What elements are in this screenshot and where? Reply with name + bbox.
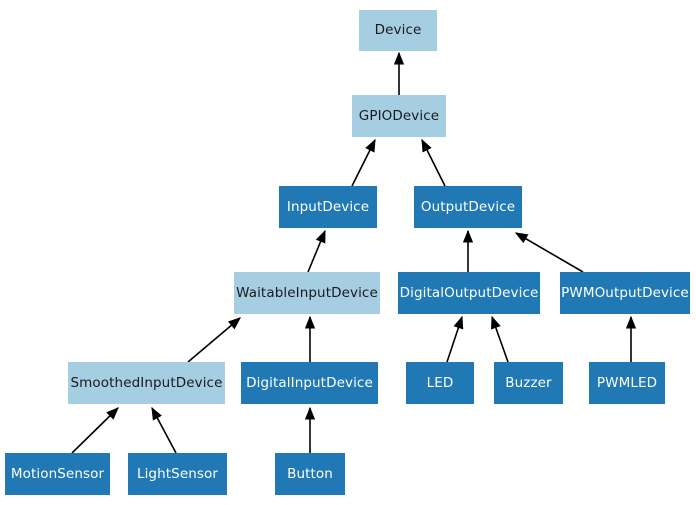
class-node-label: PWMLED xyxy=(596,374,658,391)
class-node-motionsensor[interactable]: MotionSensor xyxy=(5,453,110,495)
class-node-label: OutputDevice xyxy=(420,198,516,215)
class-node-label: InputDevice xyxy=(286,198,370,215)
class-node-label: LightSensor xyxy=(136,465,219,482)
class-node-label: LED xyxy=(426,374,454,391)
class-node-digitalinputdevice[interactable]: DigitalInputDevice xyxy=(241,362,378,404)
inheritance-arrow-waitableinputdevice-to-inputdevice xyxy=(307,229,326,273)
inheritance-arrow-buzzer-to-digitaloutputdevice xyxy=(491,315,509,363)
class-node-waitableinputdevice[interactable]: WaitableInputDevice xyxy=(234,272,380,314)
inheritance-arrow-smoothedinputdevice-to-waitableinputdevice xyxy=(187,317,241,363)
class-node-label: DigitalInputDevice xyxy=(246,374,373,391)
inheritance-arrow-pwmoutputdevice-to-outputdevice xyxy=(514,232,584,273)
class-node-inputdevice[interactable]: InputDevice xyxy=(279,186,377,228)
class-node-label: WaitableInputDevice xyxy=(236,284,378,301)
class-node-smoothedinputdevice[interactable]: SmoothedInputDevice xyxy=(68,362,225,404)
inheritance-arrow-led-to-digitaloutputdevice xyxy=(446,315,464,363)
class-node-gpiodevice[interactable]: GPIODevice xyxy=(352,95,446,137)
class-node-device[interactable]: Device xyxy=(359,10,437,51)
class-node-label: SmoothedInputDevice xyxy=(70,374,223,391)
class-node-label: Device xyxy=(374,22,422,39)
class-node-lightsensor[interactable]: LightSensor xyxy=(128,453,227,495)
inheritance-arrow-lightsensor-to-smoothedinputdevice xyxy=(151,406,177,454)
class-node-label: DigitalOutputDevice xyxy=(399,284,539,301)
class-node-buzzer[interactable]: Buzzer xyxy=(494,362,563,404)
class-node-label: MotionSensor xyxy=(10,465,105,482)
class-node-pwmoutputdevice[interactable]: PWMOutputDevice xyxy=(560,272,690,314)
class-node-led[interactable]: LED xyxy=(406,362,474,404)
class-node-pwmled[interactable]: PWMLED xyxy=(589,362,665,404)
class-node-label: PWMOutputDevice xyxy=(561,284,689,301)
inheritance-arrow-motionsensor-to-smoothedinputdevice xyxy=(71,407,119,454)
class-node-outputdevice[interactable]: OutputDevice xyxy=(414,186,522,228)
class-node-label: Button xyxy=(287,465,333,482)
inheritance-arrow-outputdevice-to-gpiodevice xyxy=(421,138,446,187)
class-node-button[interactable]: Button xyxy=(275,453,345,495)
inheritance-arrow-inputdevice-to-gpiodevice xyxy=(351,138,376,187)
class-node-digitaloutputdevice[interactable]: DigitalOutputDevice xyxy=(398,272,540,314)
class-node-label: GPIODevice xyxy=(358,107,440,124)
class-node-label: Buzzer xyxy=(505,374,552,391)
